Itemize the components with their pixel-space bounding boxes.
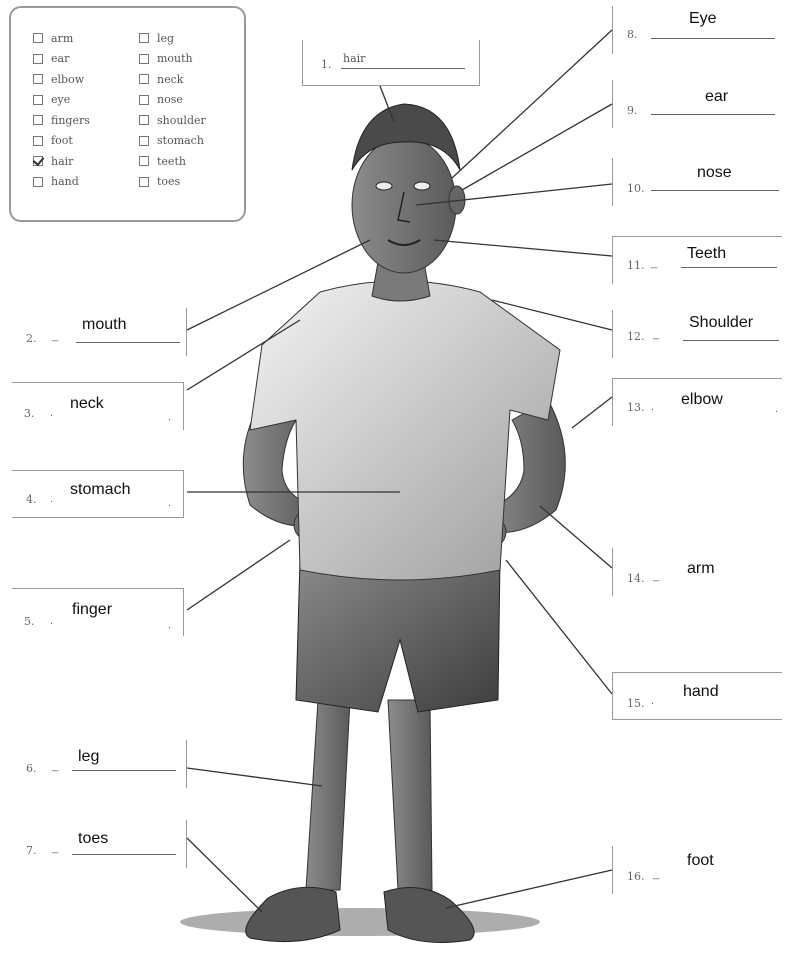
right-leg bbox=[388, 700, 432, 890]
ground-shadow bbox=[180, 908, 540, 936]
right-eye bbox=[414, 182, 430, 190]
head bbox=[352, 137, 456, 273]
left-eye bbox=[376, 182, 392, 190]
answer-text[interactable]: arm bbox=[687, 560, 715, 578]
label-16: 16. _ foot bbox=[612, 846, 782, 894]
right-foot bbox=[384, 888, 474, 943]
label-7: 7. _ toes bbox=[12, 820, 187, 868]
left-leg bbox=[306, 700, 350, 890]
label-5: 5. . finger . bbox=[12, 588, 184, 636]
answer-text[interactable]: mouth bbox=[82, 316, 126, 334]
answer-text[interactable]: ear bbox=[705, 88, 728, 106]
label-14: 14. _ arm bbox=[612, 548, 782, 596]
label-15: 15. . hand bbox=[612, 672, 782, 720]
answer-text[interactable]: elbow bbox=[681, 391, 723, 409]
label-2: 2. _ mouth bbox=[12, 308, 187, 356]
answer-text[interactable]: nose bbox=[697, 164, 732, 182]
answer-text[interactable]: neck bbox=[70, 395, 104, 413]
label-8: 8. Eye bbox=[612, 6, 782, 54]
answer-text[interactable]: hand bbox=[683, 683, 719, 701]
label-4: 4. . stomach . bbox=[12, 470, 184, 518]
label-3: 3. . neck . bbox=[12, 382, 184, 430]
answer-text[interactable]: toes bbox=[78, 830, 108, 848]
answer-text[interactable]: foot bbox=[687, 852, 714, 870]
answer-text[interactable]: finger bbox=[72, 601, 112, 619]
label-1: 1. hair bbox=[302, 40, 480, 86]
label-6: 6. _ leg bbox=[12, 740, 187, 788]
shorts bbox=[296, 560, 500, 712]
t-shirt bbox=[250, 281, 560, 580]
left-foot bbox=[246, 887, 340, 941]
label-9: 9. ear bbox=[612, 80, 782, 128]
answer-text[interactable]: Eye bbox=[689, 10, 717, 28]
answer-text[interactable]: stomach bbox=[70, 481, 130, 499]
label-13: 13. . elbow . bbox=[612, 378, 782, 426]
label-10: 10. nose bbox=[612, 158, 782, 206]
answer-text[interactable]: leg bbox=[78, 748, 99, 766]
answer-text[interactable]: Teeth bbox=[687, 245, 726, 263]
answer-text[interactable]: hair bbox=[343, 52, 365, 65]
label-12: 12. _ Shoulder bbox=[612, 310, 787, 358]
answer-text[interactable]: Shoulder bbox=[689, 314, 753, 332]
label-11: 11. _ Teeth bbox=[612, 236, 782, 284]
